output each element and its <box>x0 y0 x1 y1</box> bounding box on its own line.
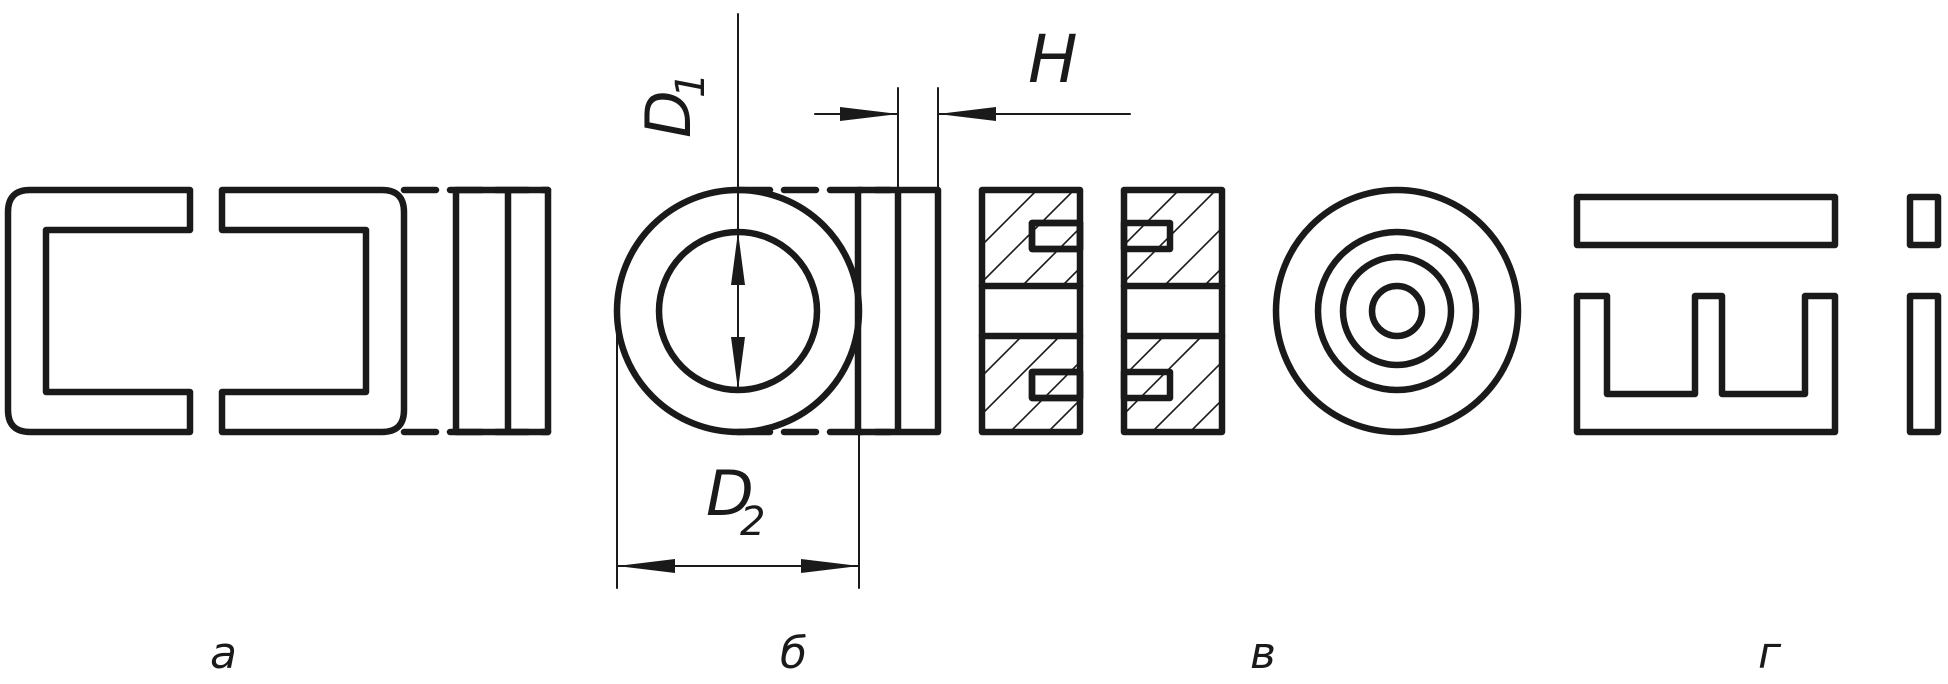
d1-arrow-up <box>731 232 745 285</box>
c-core-right-half <box>218 186 408 436</box>
caption-b: б <box>780 628 807 679</box>
pot-core-right-winding-slot-top <box>1120 219 1174 253</box>
c-core-left-half <box>4 186 194 436</box>
pot-core-right-section <box>1120 186 1226 436</box>
pot-core-left-section <box>978 186 1084 436</box>
d2-label: D 2 <box>706 457 765 545</box>
h-label: H <box>1028 21 1078 98</box>
e-core-side-view-bottom <box>1906 292 1942 436</box>
pot-core-figure <box>978 186 1522 436</box>
c-core-figure <box>4 186 552 436</box>
pot-core-right-winding-slot-bottom <box>1120 368 1174 402</box>
h-arrow-left <box>840 107 898 121</box>
e-core-i-bar <box>1573 193 1839 249</box>
e-core-side-view-top <box>1906 193 1942 249</box>
svg-text:2: 2 <box>740 499 765 545</box>
caption-g: г <box>1758 628 1782 679</box>
caption-v: в <box>1250 628 1276 679</box>
caption-a: а <box>210 628 237 679</box>
h-arrow-right <box>938 107 996 121</box>
toroid-side-view <box>854 186 942 436</box>
d1-arrow-down <box>731 337 745 390</box>
svg-text:1: 1 <box>668 73 714 98</box>
pot-core-top-view <box>1272 186 1522 436</box>
d2-arrow-right <box>801 559 859 573</box>
toroidal-core-figure: D 1 D 2 H <box>613 13 1131 589</box>
svg-text:D: D <box>632 90 705 138</box>
e-core-e-part <box>1573 292 1839 436</box>
svg-text:D: D <box>706 457 754 530</box>
d2-arrow-left <box>617 559 675 573</box>
d1-label: D 1 <box>632 73 714 138</box>
e-core-figure <box>1573 193 1942 436</box>
c-core-side-view <box>452 186 552 436</box>
